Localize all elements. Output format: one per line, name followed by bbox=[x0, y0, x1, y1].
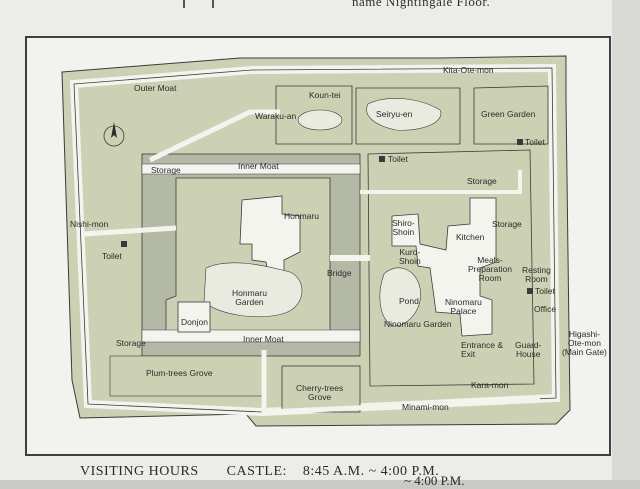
label-honmaru: Honmaru bbox=[284, 211, 319, 221]
header-fragment: name Nightingale Floor. bbox=[352, 0, 491, 9]
green-garden bbox=[473, 85, 549, 145]
label-toilet-east: Toilet bbox=[535, 286, 555, 296]
label-resting-room: Resting Room bbox=[522, 265, 551, 284]
second-hours-text: ~ 4:00 P.M. bbox=[404, 473, 465, 488]
plum-trees-grove bbox=[109, 355, 265, 397]
castle-hours: 8:45 A.M. ~ 4:00 P.M. bbox=[302, 464, 440, 479]
north-arrow-icon bbox=[111, 122, 117, 138]
label-toilet-center: Toilet bbox=[388, 154, 408, 164]
label-green-garden: Green Garden bbox=[481, 109, 536, 119]
label-kara-mon: Kara-mon bbox=[471, 380, 509, 390]
label-kitchen: Kitchen bbox=[456, 232, 485, 242]
label-seiryu-en: Seiryu-en bbox=[376, 109, 413, 119]
label-ninomaru-garden: Ninomaru Garden bbox=[384, 319, 452, 329]
label-toilet-ne: Toilet bbox=[525, 137, 545, 147]
label-storage-east: Storage bbox=[492, 219, 522, 229]
label-guard-house: Guard- House bbox=[515, 340, 542, 359]
header-tick bbox=[183, 0, 185, 8]
inner-moat-south-path bbox=[141, 329, 361, 343]
honmaru-garden-shape bbox=[203, 262, 303, 317]
label-meals-preparation-room: Meals- Preparation Room bbox=[468, 255, 512, 283]
label-storage-sw: Storage bbox=[116, 338, 146, 348]
label-donjon: Donjon bbox=[181, 317, 208, 327]
page-edge bbox=[612, 0, 640, 480]
koun-tei-pond bbox=[297, 109, 343, 131]
toilet-east-marker-icon bbox=[527, 288, 533, 294]
label-honmaru-garden: Honmaru Garden bbox=[232, 288, 267, 307]
label-toilet-west: Toilet bbox=[102, 251, 122, 261]
label-kita-ote-mon: Kita-Ote-mon bbox=[443, 65, 494, 75]
toilet-ne-marker-icon bbox=[517, 139, 523, 145]
path-south bbox=[261, 350, 541, 415]
header-tick bbox=[212, 0, 214, 8]
label-storage-center: Storage bbox=[467, 176, 497, 186]
inner-moat-north-path bbox=[141, 163, 361, 175]
label-cherry-trees-grove: Cherry-trees Grove bbox=[296, 383, 344, 402]
path-east bbox=[360, 170, 522, 194]
second-hours-fragment: ~ 4:00 P.M. bbox=[404, 473, 465, 489]
label-bridge: Bridge bbox=[327, 268, 352, 278]
label-shiro-shoin: Shiro- Shoin bbox=[392, 218, 415, 237]
path-north bbox=[148, 109, 280, 163]
label-waraku-an: Waraku-an bbox=[255, 111, 297, 121]
label-office: Office bbox=[534, 304, 557, 314]
toilet-center-marker-icon bbox=[379, 156, 385, 162]
toilet-west-marker-icon bbox=[121, 241, 127, 247]
castle-label: CASTLE: bbox=[226, 464, 287, 479]
label-higashi-ote-mon: Higashi- Ote-mon (Main Gate) bbox=[562, 329, 607, 357]
label-plum-trees-grove: Plum-trees Grove bbox=[146, 368, 213, 378]
label-koun-tei: Koun-tei bbox=[309, 90, 341, 100]
label-pond: Pond bbox=[399, 296, 419, 306]
label-inner-moat-north: Inner Moat bbox=[238, 161, 279, 171]
label-storage-nw: Storage bbox=[151, 165, 181, 175]
path-west bbox=[83, 225, 177, 237]
label-minami-mon: Minami-mon bbox=[402, 402, 449, 412]
visiting-hours-label: VISITING HOURS bbox=[80, 464, 199, 479]
label-inner-moat-south: Inner Moat bbox=[243, 334, 284, 344]
label-kuro-shoin: Kuro- Shoin bbox=[399, 247, 421, 266]
label-nishi-mon: Nishi-mon bbox=[70, 219, 109, 229]
donjon bbox=[177, 301, 211, 333]
label-outer-moat: Outer Moat bbox=[134, 83, 177, 93]
ninomaru-palace bbox=[391, 197, 497, 337]
visiting-hours-line: VISITING HOURS CASTLE: 8:45 A.M. ~ 4:00 … bbox=[80, 464, 439, 480]
seiryu-en-pond bbox=[366, 98, 442, 131]
outer-moat-line bbox=[73, 67, 557, 413]
label-ninomaru-palace: Ninomaru Palace bbox=[445, 297, 482, 316]
label-entrance-exit: Entrance & Exit bbox=[461, 340, 504, 359]
ninomaru-pond bbox=[379, 267, 421, 327]
